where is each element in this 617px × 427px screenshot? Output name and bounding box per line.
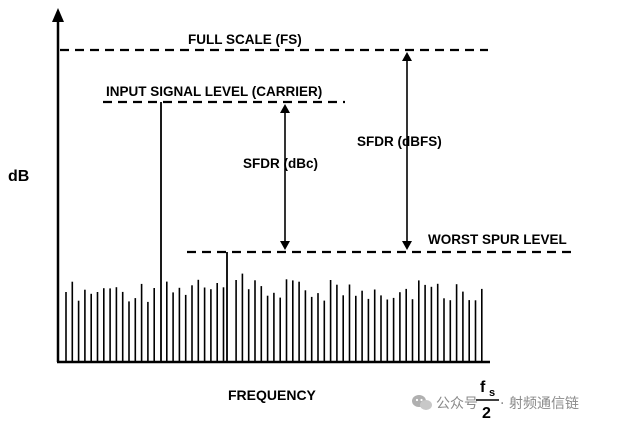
fs-subscript: s <box>489 387 495 399</box>
input-signal-label: INPUT SIGNAL LEVEL (CARRIER) <box>106 84 322 99</box>
sfdr-dbc-label: SFDR (dBc) <box>243 156 318 171</box>
x-axis-label: FREQUENCY <box>228 387 317 403</box>
fs-over-2-label: f s 2 <box>476 379 499 422</box>
fs-numerator: f <box>480 379 486 396</box>
watermark: 公众号 · 射频通信链 <box>412 395 579 412</box>
wechat-icon <box>412 395 432 410</box>
full-scale-label: FULL SCALE (FS) <box>188 32 302 47</box>
worst-spur-label: WORST SPUR LEVEL <box>428 232 567 247</box>
sfdr-dbfs-label: SFDR (dBFS) <box>357 134 442 149</box>
watermark-separator: · <box>500 396 504 412</box>
y-axis-arrowhead <box>52 8 64 22</box>
watermark-name: 射频通信链 <box>509 396 579 412</box>
sfdr-dbc-arrow <box>280 104 290 250</box>
axes <box>52 8 490 364</box>
y-axis-label: dB <box>8 168 29 185</box>
fs-denominator: 2 <box>482 405 491 422</box>
watermark-prefix: 公众号 <box>436 396 478 412</box>
noise-floor-spikes <box>65 273 483 362</box>
sfdr-dbfs-arrow <box>402 52 412 250</box>
